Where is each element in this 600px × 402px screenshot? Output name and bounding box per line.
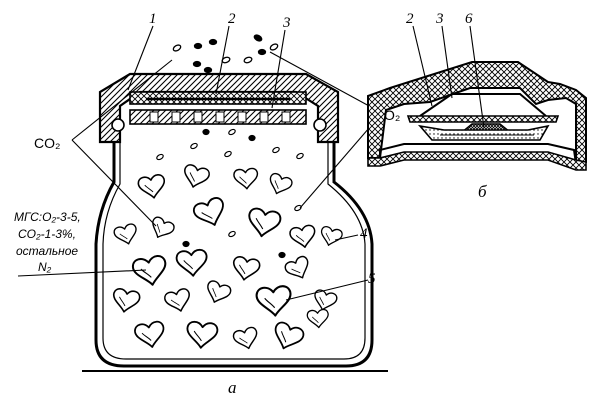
lid-thread-left <box>111 118 125 132</box>
gas-particles-top <box>172 34 279 74</box>
label-1: 1 <box>149 11 157 27</box>
lid-cap <box>98 72 340 144</box>
label-5: 5 <box>368 271 376 287</box>
detail-bottom-band <box>367 151 587 171</box>
detail-label-6: 6 <box>465 11 473 27</box>
labels-b: 2 3 6 б <box>406 11 487 201</box>
labels-a: 1 2 3 4 5 CO₂ O₂ МГС:O₂-3-5, CO₂-1-3%, о… <box>14 11 400 397</box>
label-4: 4 <box>360 226 368 242</box>
gas-mix-line-4: N₂ <box>38 260 52 274</box>
label-o2: O₂ <box>384 107 400 123</box>
leader-lines-b <box>412 25 485 129</box>
gas-mix-line-3: остальное <box>16 244 78 258</box>
jar-body-inner <box>102 130 366 360</box>
gas-mix-line-1: МГС:O₂-3-5, <box>14 210 81 224</box>
detail-label-2: 2 <box>406 11 414 27</box>
caption-b: б <box>478 182 487 201</box>
label-3: 3 <box>282 15 291 31</box>
disk-holes <box>149 111 291 123</box>
product-pieces <box>110 162 344 355</box>
detail-grid-plate <box>417 124 550 141</box>
lid-detail <box>367 61 587 171</box>
gas-particles-inside <box>156 128 304 300</box>
lid-thread-right <box>313 118 327 132</box>
detail-cap-shell <box>367 61 587 166</box>
detail-label-3: 3 <box>435 11 444 27</box>
label-2: 2 <box>228 11 236 27</box>
label-co2: CO₂ <box>34 135 60 151</box>
detail-inner-wall <box>379 143 577 165</box>
leader-lines-a <box>17 25 383 301</box>
caption-a: а <box>228 378 237 397</box>
jar-assembly <box>82 34 388 372</box>
gas-mix-line-2: CO₂-1-3%, <box>18 227 76 241</box>
jar-body <box>94 128 374 368</box>
detail-dome <box>419 93 547 117</box>
